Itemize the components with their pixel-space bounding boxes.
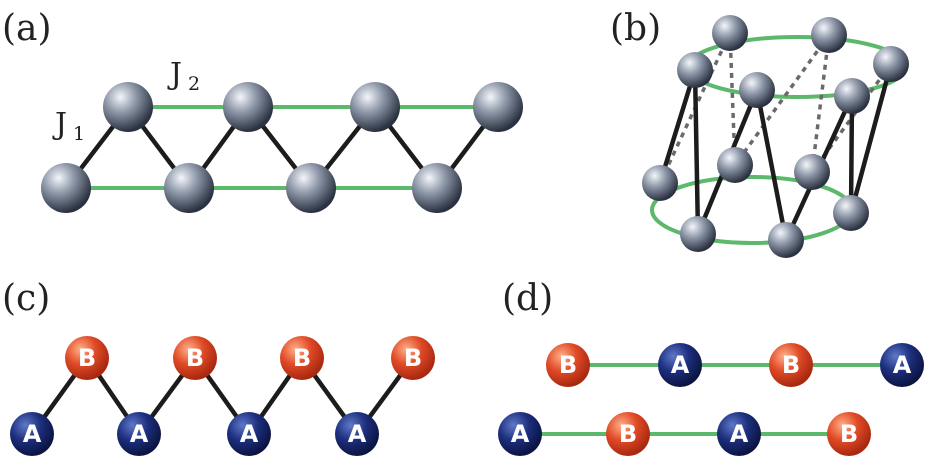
lattice-site (223, 82, 273, 132)
lattice-site (833, 195, 869, 231)
panel-c-label: (c) (2, 278, 50, 319)
j2-subscript: 2 (188, 73, 200, 95)
site-b-letter: B (840, 420, 858, 448)
site-b-letter: B (293, 344, 311, 372)
site-a: A (498, 412, 542, 456)
site-b-letter: B (559, 351, 577, 379)
site-a: A (658, 343, 702, 387)
panel-c: (c) B B B B A A A (2, 278, 435, 456)
site-a-letter: A (730, 420, 749, 448)
lattice-site (103, 82, 153, 132)
lattice-site (712, 15, 748, 51)
site-b: B (391, 336, 435, 380)
lattice-site (680, 216, 716, 252)
panel-d-label: (d) (502, 278, 553, 319)
lattice-site (350, 82, 400, 132)
front-bond (692, 67, 701, 237)
site-b: B (606, 412, 650, 456)
site-a-letter: A (23, 420, 42, 448)
lattice-site (834, 78, 870, 114)
lattice-site (677, 52, 713, 88)
site-a: A (717, 412, 761, 456)
site-a: A (117, 412, 161, 456)
site-a-letter: A (671, 351, 690, 379)
site-a: A (10, 412, 54, 456)
site-b: B (65, 336, 109, 380)
site-a: A (880, 343, 924, 387)
panel-d: (d) B A B A A B A (498, 278, 924, 456)
back-bond-dashed (733, 33, 831, 167)
site-b: B (827, 412, 871, 456)
back-bond-dashed (810, 34, 831, 173)
site-b-letter: B (619, 420, 637, 448)
lattice-site (739, 72, 775, 108)
panel-b: (b) (610, 8, 909, 258)
site-b-letter: B (782, 351, 800, 379)
lattice-site (164, 163, 214, 213)
site-b: B (280, 336, 324, 380)
lattice-site (473, 82, 523, 132)
lattice-site (717, 147, 753, 183)
lattice-site (41, 163, 91, 213)
front-bond (848, 93, 855, 216)
site-a-letter: A (511, 420, 530, 448)
site-b-letter: B (404, 344, 422, 372)
panel-b-label: (b) (610, 8, 661, 49)
site-a-letter: A (893, 351, 912, 379)
front-bond (754, 87, 789, 243)
j2-label: J (167, 57, 182, 92)
lattice-site (873, 46, 909, 82)
site-a-letter: A (130, 420, 149, 448)
lattice-site (642, 165, 678, 201)
lattice-site (412, 163, 462, 213)
j1-label: J (52, 107, 67, 142)
site-b-letter: B (186, 344, 204, 372)
lattice-site (768, 222, 804, 258)
front-bond (848, 61, 894, 216)
lattice-site (286, 163, 336, 213)
site-a: A (335, 412, 379, 456)
panel-a-label: (a) (2, 8, 52, 49)
site-b: B (546, 343, 590, 387)
site-a-letter: A (240, 420, 259, 448)
site-a-letter: A (348, 420, 367, 448)
panel-a: (a) J 1 J 2 (2, 8, 523, 213)
site-b-letter: B (78, 344, 96, 372)
site-b: B (173, 336, 217, 380)
j1-subscript: 1 (73, 123, 85, 145)
front-bond (657, 67, 698, 186)
site-b: B (769, 343, 813, 387)
lattice-site (794, 154, 830, 190)
lattice-site (811, 17, 847, 53)
site-a: A (227, 412, 271, 456)
